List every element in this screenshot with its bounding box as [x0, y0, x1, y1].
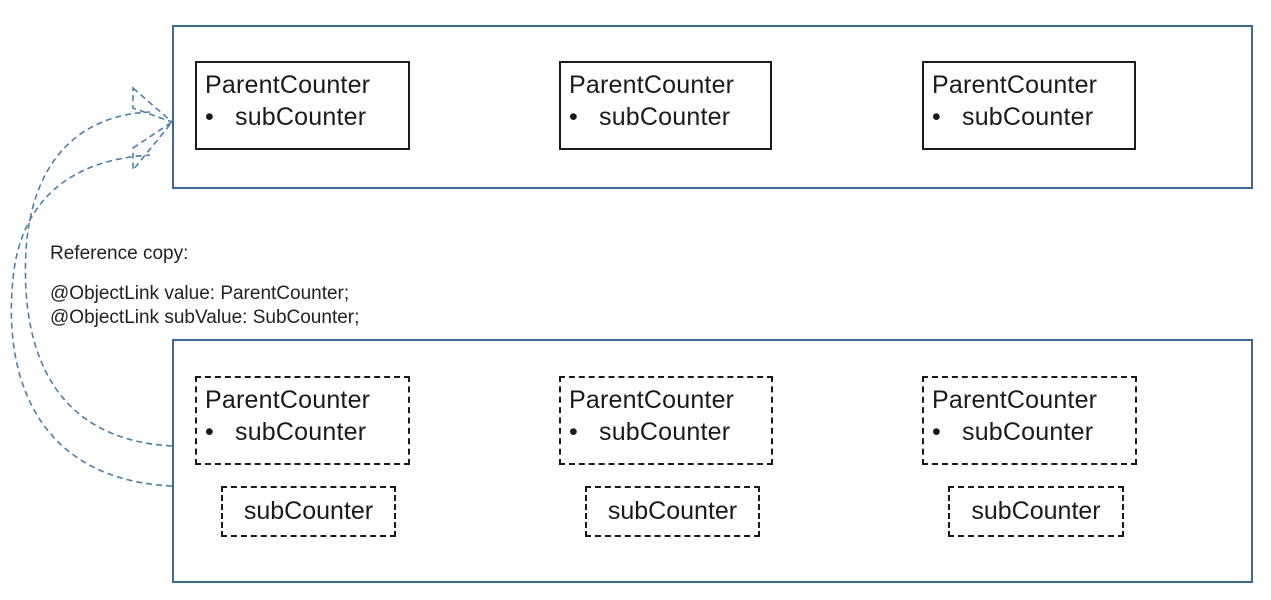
parent-counter-box: ParentCounter • subCounter [559, 61, 772, 150]
parent-counter-label: ParentCounter [932, 386, 1098, 414]
sub-counter-label: subCounter [962, 418, 1094, 446]
parent-counter-box: ParentCounter • subCounter [195, 61, 410, 150]
sub-counter-field: • subCounter [569, 416, 771, 448]
parent-counter-label: ParentCounter [932, 71, 1098, 99]
arrow-parent-reference [24, 111, 173, 447]
arrowhead-upper-icon [132, 86, 173, 123]
source-objects-panel [172, 25, 1253, 189]
reference-copies-panel [172, 339, 1253, 583]
sub-counter-reference-box: subCounter [948, 486, 1124, 537]
parent-counter-reference-box: ParentCounter • subCounter [559, 376, 773, 465]
sub-counter-label: subCounter [599, 418, 731, 446]
object-link-subvalue-declaration: @ObjectLink subValue: SubCounter; [50, 307, 360, 328]
parent-counter-reference-box: ParentCounter • subCounter [922, 376, 1137, 465]
bullet-icon: • [932, 103, 941, 131]
bullet-icon: • [932, 418, 941, 446]
parent-counter-box: ParentCounter • subCounter [922, 61, 1136, 150]
sub-counter-label: subCounter [235, 418, 367, 446]
sub-counter-field: • subCounter [205, 416, 408, 448]
sub-counter-field: • subCounter [932, 101, 1134, 133]
parent-counter-label: ParentCounter [205, 386, 371, 414]
object-link-value-declaration: @ObjectLink value: ParentCounter; [50, 283, 350, 304]
parent-counter-label: ParentCounter [569, 386, 735, 414]
sub-counter-reference-box: subCounter [221, 486, 396, 537]
sub-counter-label: subCounter [235, 103, 367, 131]
bullet-icon: • [205, 103, 214, 131]
parent-counter-label: ParentCounter [569, 71, 735, 99]
sub-counter-label: subCounter [962, 103, 1094, 131]
parent-counter-label: ParentCounter [205, 71, 371, 99]
parent-counter-reference-box: ParentCounter • subCounter [195, 376, 410, 465]
bullet-icon: • [569, 103, 578, 131]
sub-counter-field: • subCounter [932, 416, 1135, 448]
sub-counter-label: subCounter [599, 103, 731, 131]
sub-counter-field: • subCounter [205, 101, 408, 133]
sub-counter-reference-box: subCounter [585, 486, 760, 537]
reference-copy-heading: Reference copy: [50, 243, 189, 264]
sub-counter-field: • subCounter [569, 101, 770, 133]
bullet-icon: • [569, 418, 578, 446]
bullet-icon: • [205, 418, 214, 446]
arrowhead-lower-icon [132, 121, 173, 173]
